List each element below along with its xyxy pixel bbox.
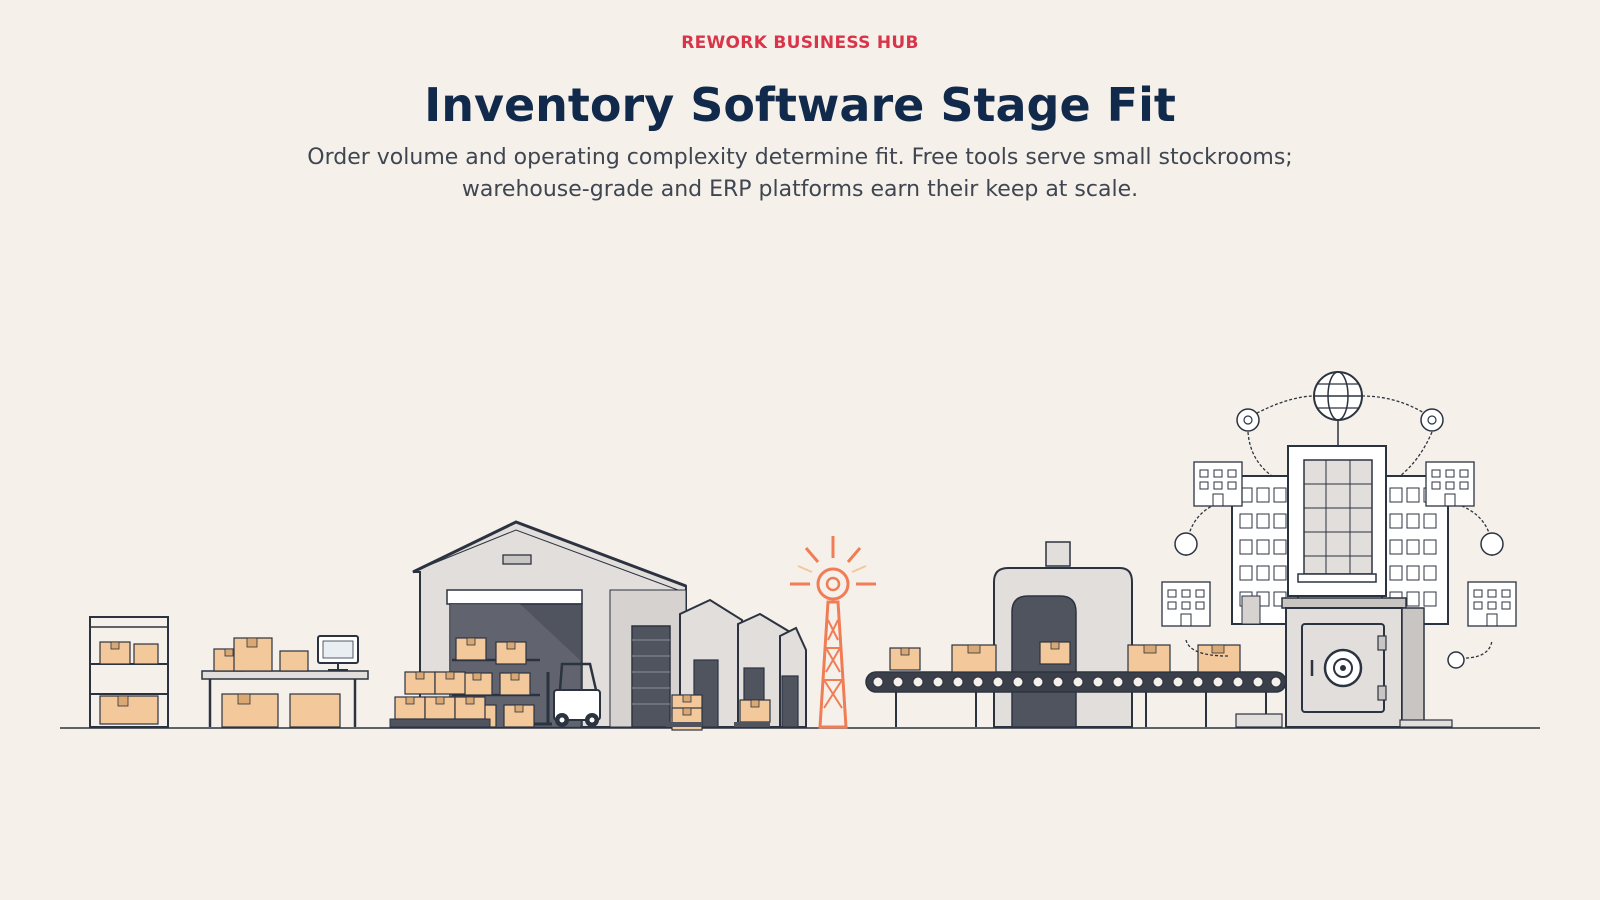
warehouse-icon — [389, 520, 687, 728]
forklift-icon — [534, 662, 601, 727]
page-subtitle: Order volume and operating complexity de… — [307, 145, 1293, 202]
brand-label: REWORK BUSINESS HUB — [681, 33, 919, 53]
desk-icon — [201, 637, 369, 728]
page-title: Inventory Software Stage Fit — [424, 78, 1176, 132]
warehouse-row — [666, 598, 807, 731]
office-building-icon — [1161, 445, 1517, 627]
conveyor-icon — [865, 644, 1287, 727]
safe-icon — [1235, 597, 1453, 728]
computer-icon — [317, 635, 359, 671]
globe-icon — [1174, 371, 1504, 669]
shelf-icon — [89, 616, 169, 728]
scanner-icon — [993, 541, 1133, 728]
tower-icon — [790, 536, 876, 729]
